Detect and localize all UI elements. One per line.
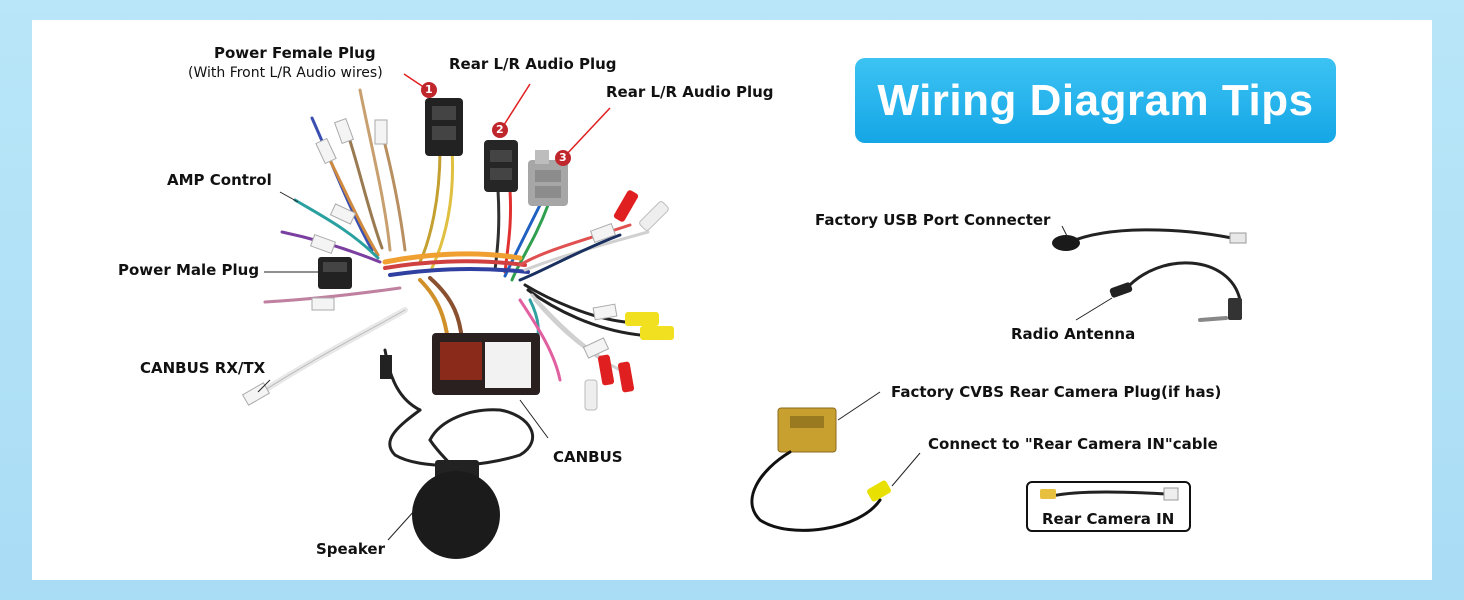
cvbs-plug-illustration [750, 407, 891, 532]
leader-lines [257, 191, 1113, 541]
speaker-illustration [412, 460, 500, 559]
page-title: Wiring Diagram Tips [877, 75, 1314, 125]
badge-3: 3 [559, 151, 567, 164]
label-rear-audio-plug-2: Rear L/R Audio Plug [606, 83, 774, 101]
label-speaker: Speaker [316, 540, 385, 558]
label-canbus: CANBUS [553, 448, 623, 466]
power-male-plug-connector [318, 257, 352, 289]
rear-camera-in-cable-illustration [1040, 487, 1179, 501]
label-factory-cvbs: Factory CVBS Rear Camera Plug(if has) [891, 383, 1222, 401]
plug-3-connector [528, 150, 568, 206]
radio-antenna-illustration [1109, 261, 1242, 322]
label-power-female-plug-sub: (With Front L/R Audio wires) [188, 65, 383, 81]
plug-2-connector [484, 140, 518, 192]
rca-plugs [584, 190, 674, 411]
label-radio-antenna: Radio Antenna [1011, 325, 1136, 343]
callout-badges [421, 82, 571, 166]
canbus-box [432, 333, 540, 395]
wire-tags [241, 117, 618, 406]
label-canbus-rxtx: CANBUS RX/TX [140, 359, 266, 377]
label-connect-rear-cam: Connect to "Rear Camera IN"cable [928, 435, 1218, 453]
label-rear-camera-in: Rear Camera IN [1042, 510, 1175, 528]
label-power-female-plug: Power Female Plug [214, 44, 376, 62]
label-factory-usb: Factory USB Port Connecter [815, 211, 1051, 229]
plug-1-connector [425, 98, 463, 156]
label-amp-control: AMP Control [167, 171, 272, 189]
label-rear-audio-plug-1: Rear L/R Audio Plug [449, 55, 617, 73]
badge-1: 1 [425, 83, 433, 96]
badge-2: 2 [496, 123, 504, 136]
rear-camera-in-box: Rear Camera IN [1026, 481, 1191, 532]
label-power-male-plug: Power Male Plug [118, 261, 260, 279]
title-banner: Wiring Diagram Tips [855, 58, 1336, 143]
usb-connector-illustration [1052, 228, 1247, 251]
